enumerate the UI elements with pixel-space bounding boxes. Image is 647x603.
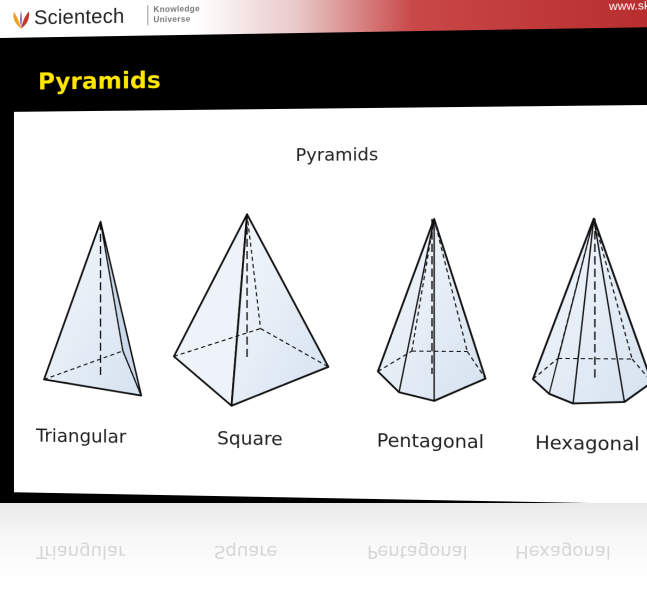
header-bar: Scientech Knowledge Universe www.sku.bz — [0, 0, 647, 38]
label-square: Square — [217, 427, 283, 451]
label-pentagonal: Pentagonal — [376, 430, 485, 454]
slide: Scientech Knowledge Universe www.sku.bz … — [0, 0, 647, 517]
reflection-label-pentagonal: Pentagonal — [367, 541, 468, 562]
reflection-label-triangular: Triangular — [36, 541, 126, 562]
brand-tagline: Knowledge Universe — [147, 4, 200, 26]
diagram-panel: Pyramids — [13, 104, 647, 505]
square-pyramid — [174, 214, 328, 407]
tagline-line-1: Knowledge — [153, 4, 200, 15]
pentagonal-pyramid — [378, 219, 486, 402]
reflection-label-square: Square — [214, 541, 278, 562]
tagline-line-2: Universe — [153, 14, 191, 25]
hexagonal-pyramid — [533, 218, 647, 404]
pyramids-diagram — [14, 105, 647, 505]
site-url: www.sku.bz — [609, 0, 647, 14]
label-triangular: Triangular — [36, 425, 127, 448]
reflection-label-hexagonal: Hexagonal — [515, 541, 611, 562]
brand-name: Scientech — [34, 5, 125, 30]
slide-title: Pyramids — [38, 67, 161, 96]
triangular-pyramid — [44, 222, 141, 396]
label-hexagonal: Hexagonal — [535, 432, 640, 456]
scientech-logo-icon — [13, 10, 30, 29]
slide-reflection: Triangular Square Pentagonal Hexagonal — [0, 503, 647, 603]
